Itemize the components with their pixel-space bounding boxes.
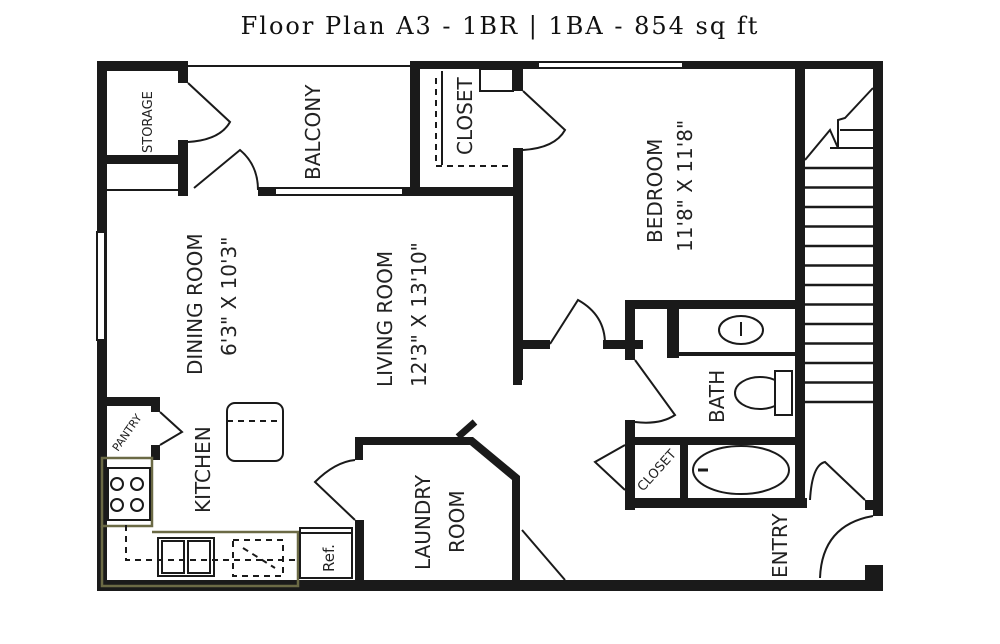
entry-door [795,460,883,580]
room-label-laundry: LAUNDRY [411,474,435,570]
room-label-kitchen: KITCHEN [191,426,215,513]
laundry-walls [313,370,566,582]
room-label-bedroom: BEDROOM [643,139,667,243]
room-label-pantry: PANTRY [110,412,145,454]
storage-balcony-walls [97,61,513,196]
room-label-balcony: BALCONY [301,84,325,180]
staircase [804,87,874,404]
room-label-entry: ENTRY [768,513,792,578]
room-label-living: LIVING ROOM [373,251,397,387]
bath-walls [515,61,805,510]
room-label-closet-bedroom: CLOSET [453,77,477,155]
fridge-label: Ref. [320,544,338,572]
room-label-closet-hall: CLOSET [635,447,680,495]
room-size-dining: 6'3" X 10'3" [217,237,241,356]
room-label-bath: BATH [705,370,729,423]
room-size-living: 12'3" X 13'10" [407,242,431,387]
room-label-dining: DINING ROOM [183,233,207,375]
bedroom-closet-walls [435,61,567,380]
room-label-storage: STORAGE [141,91,156,153]
floor-plan-title: Floor Plan A3 - 1BR | 1BA - 854 sq ft [240,12,760,40]
room-size-bedroom: 11'8" X 11'8" [673,120,697,252]
kitchen-fixtures [97,397,353,588]
room-label-laundry-2: ROOM [445,490,469,553]
